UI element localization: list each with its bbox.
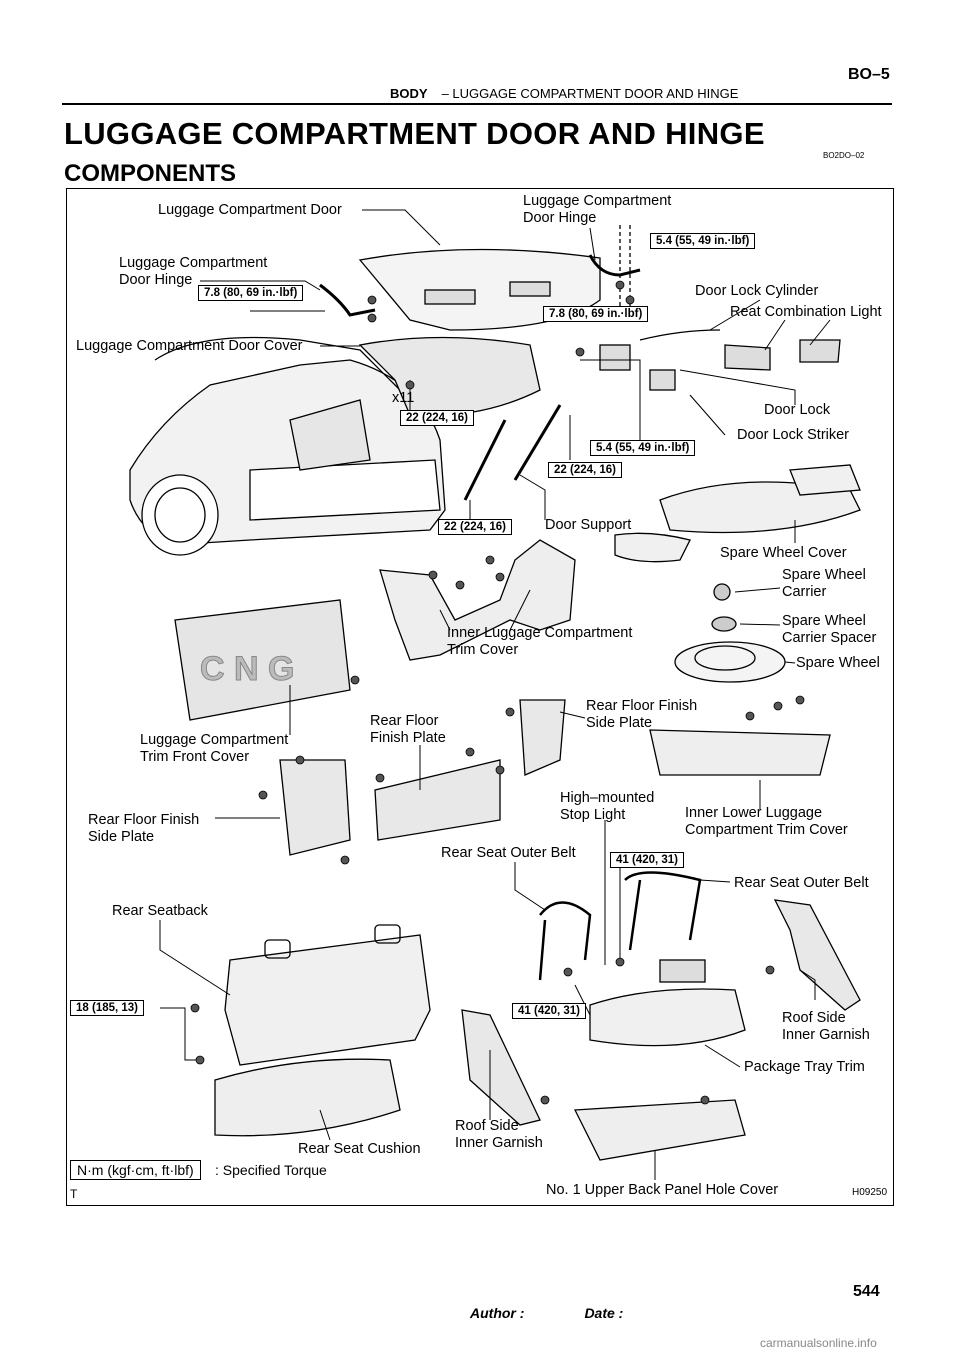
- label-luggage-door: Luggage Compartment Door: [158, 202, 342, 218]
- label-x11: x11: [392, 390, 415, 406]
- torque-belt-center: 41 (420, 31): [512, 1003, 587, 1019]
- legend-unit-box: N·m (kgf·cm, ft·lbf): [70, 1160, 201, 1180]
- header-dash: –: [441, 86, 449, 101]
- label-rear-seatback: Rear Seatback: [112, 903, 208, 919]
- torque-hinge-right-lower: 7.8 (80, 69 in.·lbf): [543, 306, 649, 322]
- page-title: LUGGAGE COMPARTMENT DOOR AND HINGE: [64, 116, 765, 151]
- label-rear-floor-side-plate-right: Rear Floor Finish Side Plate: [586, 698, 698, 731]
- svg-text:C N G: C N G: [200, 650, 294, 688]
- label-rear-floor-plate: Rear Floor Finish Plate: [370, 713, 446, 746]
- footer-date: Date :: [584, 1305, 624, 1321]
- header-rule: [62, 103, 892, 105]
- page-number: 544: [853, 1283, 880, 1300]
- label-spare-wheel-cover: Spare Wheel Cover: [720, 545, 847, 561]
- label-door-hinge-right: Luggage Compartment Door Hinge: [523, 193, 672, 226]
- label-spare-wheel-carrier: Spare Wheel Carrier: [782, 567, 866, 600]
- label-carrier-spacer: Spare Wheel Carrier Spacer: [782, 613, 877, 646]
- label-door-lock-cylinder: Door Lock Cylinder: [695, 283, 819, 299]
- legend-text: : Specified Torque: [215, 1162, 327, 1178]
- header-section: BODY: [390, 86, 428, 101]
- label-spare-wheel: Spare Wheel: [796, 655, 880, 671]
- label-rear-floor-side-plate-left: Rear Floor Finish Side Plate: [88, 812, 200, 845]
- running-header: BODY– LUGGAGE COMPARTMENT DOOR AND HINGE: [390, 86, 738, 101]
- torque-support-right: 22 (224, 16): [548, 462, 623, 478]
- torque-support-lower: 22 (224, 16): [438, 519, 513, 535]
- torque-belt-right: 41 (420, 31): [610, 852, 685, 868]
- torque-hinge-left: 7.8 (80, 69 in.·lbf): [198, 285, 304, 301]
- label-rear-seat-belt-right: Rear Seat Outer Belt: [734, 875, 869, 891]
- figure-id: H09250: [852, 1187, 888, 1198]
- label-rear-seat-cushion: Rear Seat Cushion: [298, 1141, 421, 1157]
- reference-code: BO2DO–02: [823, 151, 865, 160]
- label-door-lock-striker: Door Lock Striker: [737, 427, 850, 443]
- label-package-tray: Package Tray Trim: [744, 1059, 865, 1075]
- label-roof-garnish-center: Roof Side Inner Garnish: [455, 1118, 543, 1151]
- label-roof-garnish-right: Roof Side Inner Garnish: [782, 1010, 870, 1043]
- label-door-hinge-left: Luggage Compartment Door Hinge: [119, 255, 268, 288]
- label-stop-light: High–mounted Stop Light: [560, 790, 655, 823]
- t-mark: T: [70, 1187, 78, 1201]
- header-subsection: LUGGAGE COMPARTMENT DOOR AND HINGE: [452, 86, 739, 101]
- label-combination-light: Reat Combination Light: [730, 304, 882, 320]
- footer: Author : Date :: [470, 1305, 683, 1321]
- label-hole-cover: No. 1 Upper Back Panel Hole Cover: [546, 1182, 779, 1198]
- torque-striker: 5.4 (55, 49 in.·lbf): [590, 440, 696, 456]
- label-door-lock: Door Lock: [764, 402, 831, 418]
- label-trim-front-cover: Luggage Compartment Trim Front Cover: [140, 732, 289, 765]
- page-subtitle: COMPONENTS: [64, 160, 237, 187]
- footer-author: Author :: [470, 1305, 525, 1321]
- label-inner-trim-cover: Inner Luggage Compartment Trim Cover: [447, 625, 633, 658]
- label-inner-lower-trim: Inner Lower Luggage Compartment Trim Cov…: [685, 805, 848, 838]
- label-door-cover: Luggage Compartment Door Cover: [76, 338, 303, 354]
- torque-hinge-right-upper: 5.4 (55, 49 in.·lbf): [650, 233, 756, 249]
- section-code: BO–5: [848, 66, 890, 83]
- torque-seatback: 18 (185, 13): [70, 1000, 145, 1016]
- label-rear-seat-belt-center: Rear Seat Outer Belt: [441, 845, 576, 861]
- diagram-frame: [66, 188, 894, 1206]
- label-door-support: Door Support: [545, 517, 632, 533]
- watermark: carmanualsonline.info: [760, 1336, 877, 1350]
- torque-support-upper: 22 (224, 16): [400, 410, 475, 426]
